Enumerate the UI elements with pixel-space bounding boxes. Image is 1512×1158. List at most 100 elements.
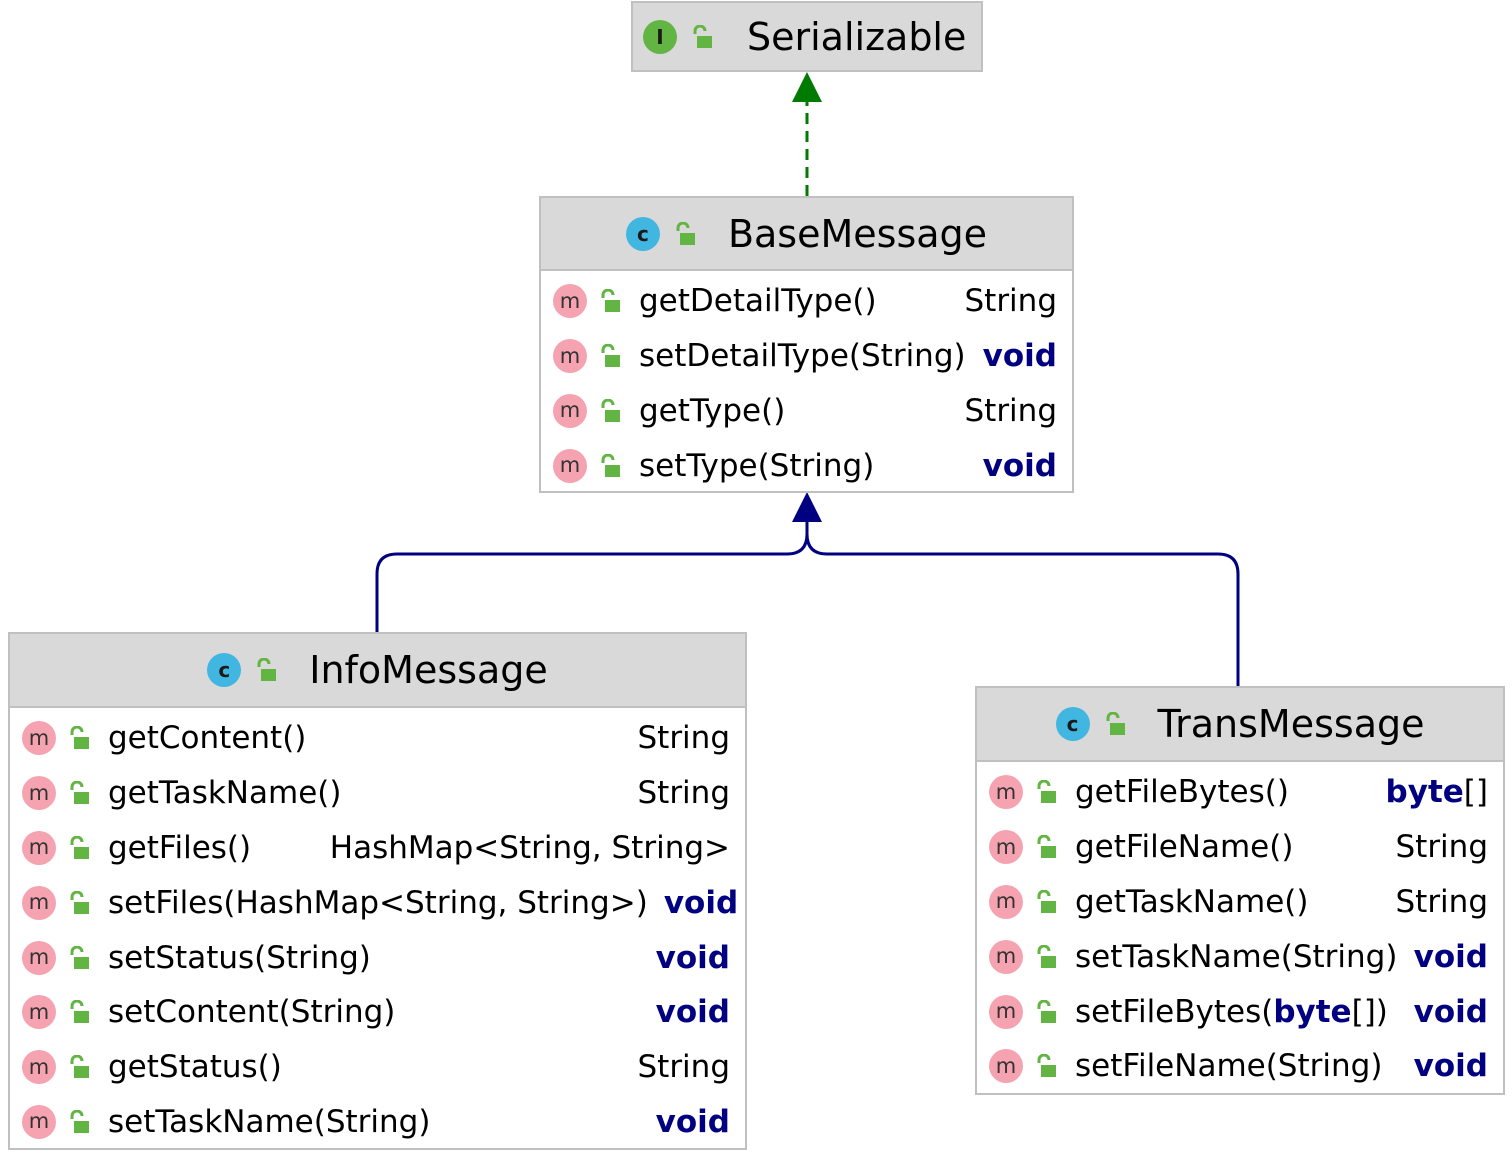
public-lock-icon bbox=[693, 24, 712, 48]
method-return-type: void bbox=[1413, 1048, 1488, 1085]
inheritance-edge-trans bbox=[805, 533, 1240, 686]
inheritance-arrowhead bbox=[792, 492, 822, 522]
method-row[interactable]: m setFileBytes(byte[]) void bbox=[977, 984, 1503, 1039]
info-message-header: c InfoMessage bbox=[10, 634, 745, 708]
method-return-type: void bbox=[1413, 938, 1488, 975]
method-icon: m bbox=[989, 775, 1023, 810]
method-signature: getFiles() bbox=[108, 829, 252, 866]
method-return-type: void bbox=[655, 1103, 730, 1140]
method-row[interactable]: m getType() String bbox=[541, 384, 1072, 439]
public-lock-icon bbox=[601, 398, 620, 422]
method-icon: m bbox=[989, 994, 1023, 1029]
base-message-header: c BaseMessage bbox=[541, 198, 1072, 271]
public-lock-icon bbox=[1037, 999, 1056, 1023]
method-row[interactable]: m setType(String) void bbox=[541, 438, 1072, 493]
method-return-type: void bbox=[655, 939, 730, 976]
serializable-header: I Serializable bbox=[633, 3, 981, 70]
method-signature: setType(String) bbox=[639, 447, 875, 484]
class-icon: c bbox=[1055, 707, 1090, 741]
method-row[interactable]: m setTaskName(String) void bbox=[10, 1095, 745, 1150]
method-row[interactable]: m setStatus(String) void bbox=[10, 930, 745, 985]
method-return-type: byte[] bbox=[1385, 774, 1488, 811]
realization-arrowhead bbox=[792, 72, 822, 102]
public-lock-icon bbox=[1106, 712, 1125, 735]
method-return-type: String bbox=[964, 392, 1057, 429]
method-icon: m bbox=[22, 995, 56, 1030]
method-return-type: void bbox=[982, 447, 1057, 484]
public-lock-icon bbox=[1037, 835, 1056, 859]
class-name: BaseMessage bbox=[727, 211, 988, 256]
method-icon: m bbox=[989, 884, 1023, 919]
method-icon: m bbox=[22, 940, 56, 975]
method-signature: setFileBytes(byte[]) bbox=[1075, 993, 1388, 1030]
public-lock-icon bbox=[1037, 889, 1056, 913]
method-signature: getTaskName() bbox=[1075, 883, 1309, 920]
method-signature: getStatus() bbox=[108, 1049, 282, 1086]
method-signature: getFileBytes() bbox=[1075, 774, 1289, 811]
public-lock-icon bbox=[70, 945, 89, 969]
interface-icon: I bbox=[643, 19, 677, 54]
method-signature: setStatus(String) bbox=[108, 939, 371, 976]
method-signature: setTaskName(String) bbox=[108, 1103, 431, 1140]
class-name: TransMessage bbox=[1157, 702, 1425, 746]
public-lock-icon bbox=[70, 726, 89, 750]
method-list: m getFileBytes() byte[] m getFileName() Strin… bbox=[977, 762, 1503, 1094]
public-lock-icon bbox=[1037, 944, 1056, 968]
method-row[interactable]: m setFileName(String) void bbox=[977, 1039, 1503, 1094]
method-return-type: void bbox=[663, 884, 739, 921]
method-return-type: void bbox=[982, 338, 1057, 375]
method-signature: getTaskName() bbox=[108, 775, 342, 812]
info-message-class-box[interactable]: c InfoMessage m getContent() String m getTas… bbox=[8, 632, 747, 1150]
method-icon: m bbox=[22, 1050, 56, 1085]
method-icon: m bbox=[989, 1049, 1023, 1084]
serializable-interface-box[interactable]: I Serializable bbox=[631, 1, 983, 72]
method-icon: m bbox=[553, 448, 587, 483]
method-row[interactable]: m getContent() String bbox=[10, 711, 745, 766]
public-lock-icon bbox=[601, 453, 620, 477]
method-row[interactable]: m getFileName() String bbox=[977, 820, 1503, 875]
method-icon: m bbox=[989, 830, 1023, 865]
public-lock-icon bbox=[70, 890, 89, 914]
method-return-type: String bbox=[637, 720, 730, 757]
class-icon: c bbox=[207, 653, 242, 687]
public-lock-icon bbox=[70, 1055, 89, 1079]
method-signature: getType() bbox=[639, 392, 786, 429]
trans-message-class-box[interactable]: c TransMessage m getFileBytes() byte[] m get… bbox=[975, 686, 1505, 1095]
method-icon: m bbox=[22, 721, 56, 756]
method-signature: setDetailType(String) bbox=[639, 338, 966, 375]
public-lock-icon bbox=[601, 344, 620, 368]
method-return-type: String bbox=[637, 775, 730, 812]
trans-message-header: c TransMessage bbox=[977, 688, 1503, 762]
method-signature: getFileName() bbox=[1075, 829, 1294, 866]
method-signature: setFileName(String) bbox=[1075, 1048, 1383, 1085]
public-lock-icon bbox=[601, 289, 620, 313]
method-return-type: String bbox=[964, 283, 1057, 320]
method-icon: m bbox=[22, 885, 56, 920]
method-row[interactable]: m setFiles(HashMap<String, String>) void bbox=[10, 875, 745, 930]
method-signature: setFiles(HashMap<String, String>) bbox=[108, 884, 648, 921]
public-lock-icon bbox=[70, 835, 89, 859]
public-lock-icon bbox=[676, 221, 695, 245]
inheritance-edge-info bbox=[375, 520, 809, 632]
method-icon: m bbox=[22, 1104, 56, 1139]
method-row[interactable]: m getFileBytes() byte[] bbox=[977, 765, 1503, 820]
public-lock-icon bbox=[257, 658, 277, 681]
method-icon: m bbox=[553, 393, 587, 428]
public-lock-icon bbox=[70, 1000, 89, 1024]
method-signature: getContent() bbox=[108, 720, 307, 757]
method-return-type: String bbox=[1395, 829, 1488, 866]
method-return-type: void bbox=[655, 994, 730, 1031]
method-return-type: void bbox=[1413, 993, 1488, 1030]
method-icon: m bbox=[553, 284, 587, 319]
